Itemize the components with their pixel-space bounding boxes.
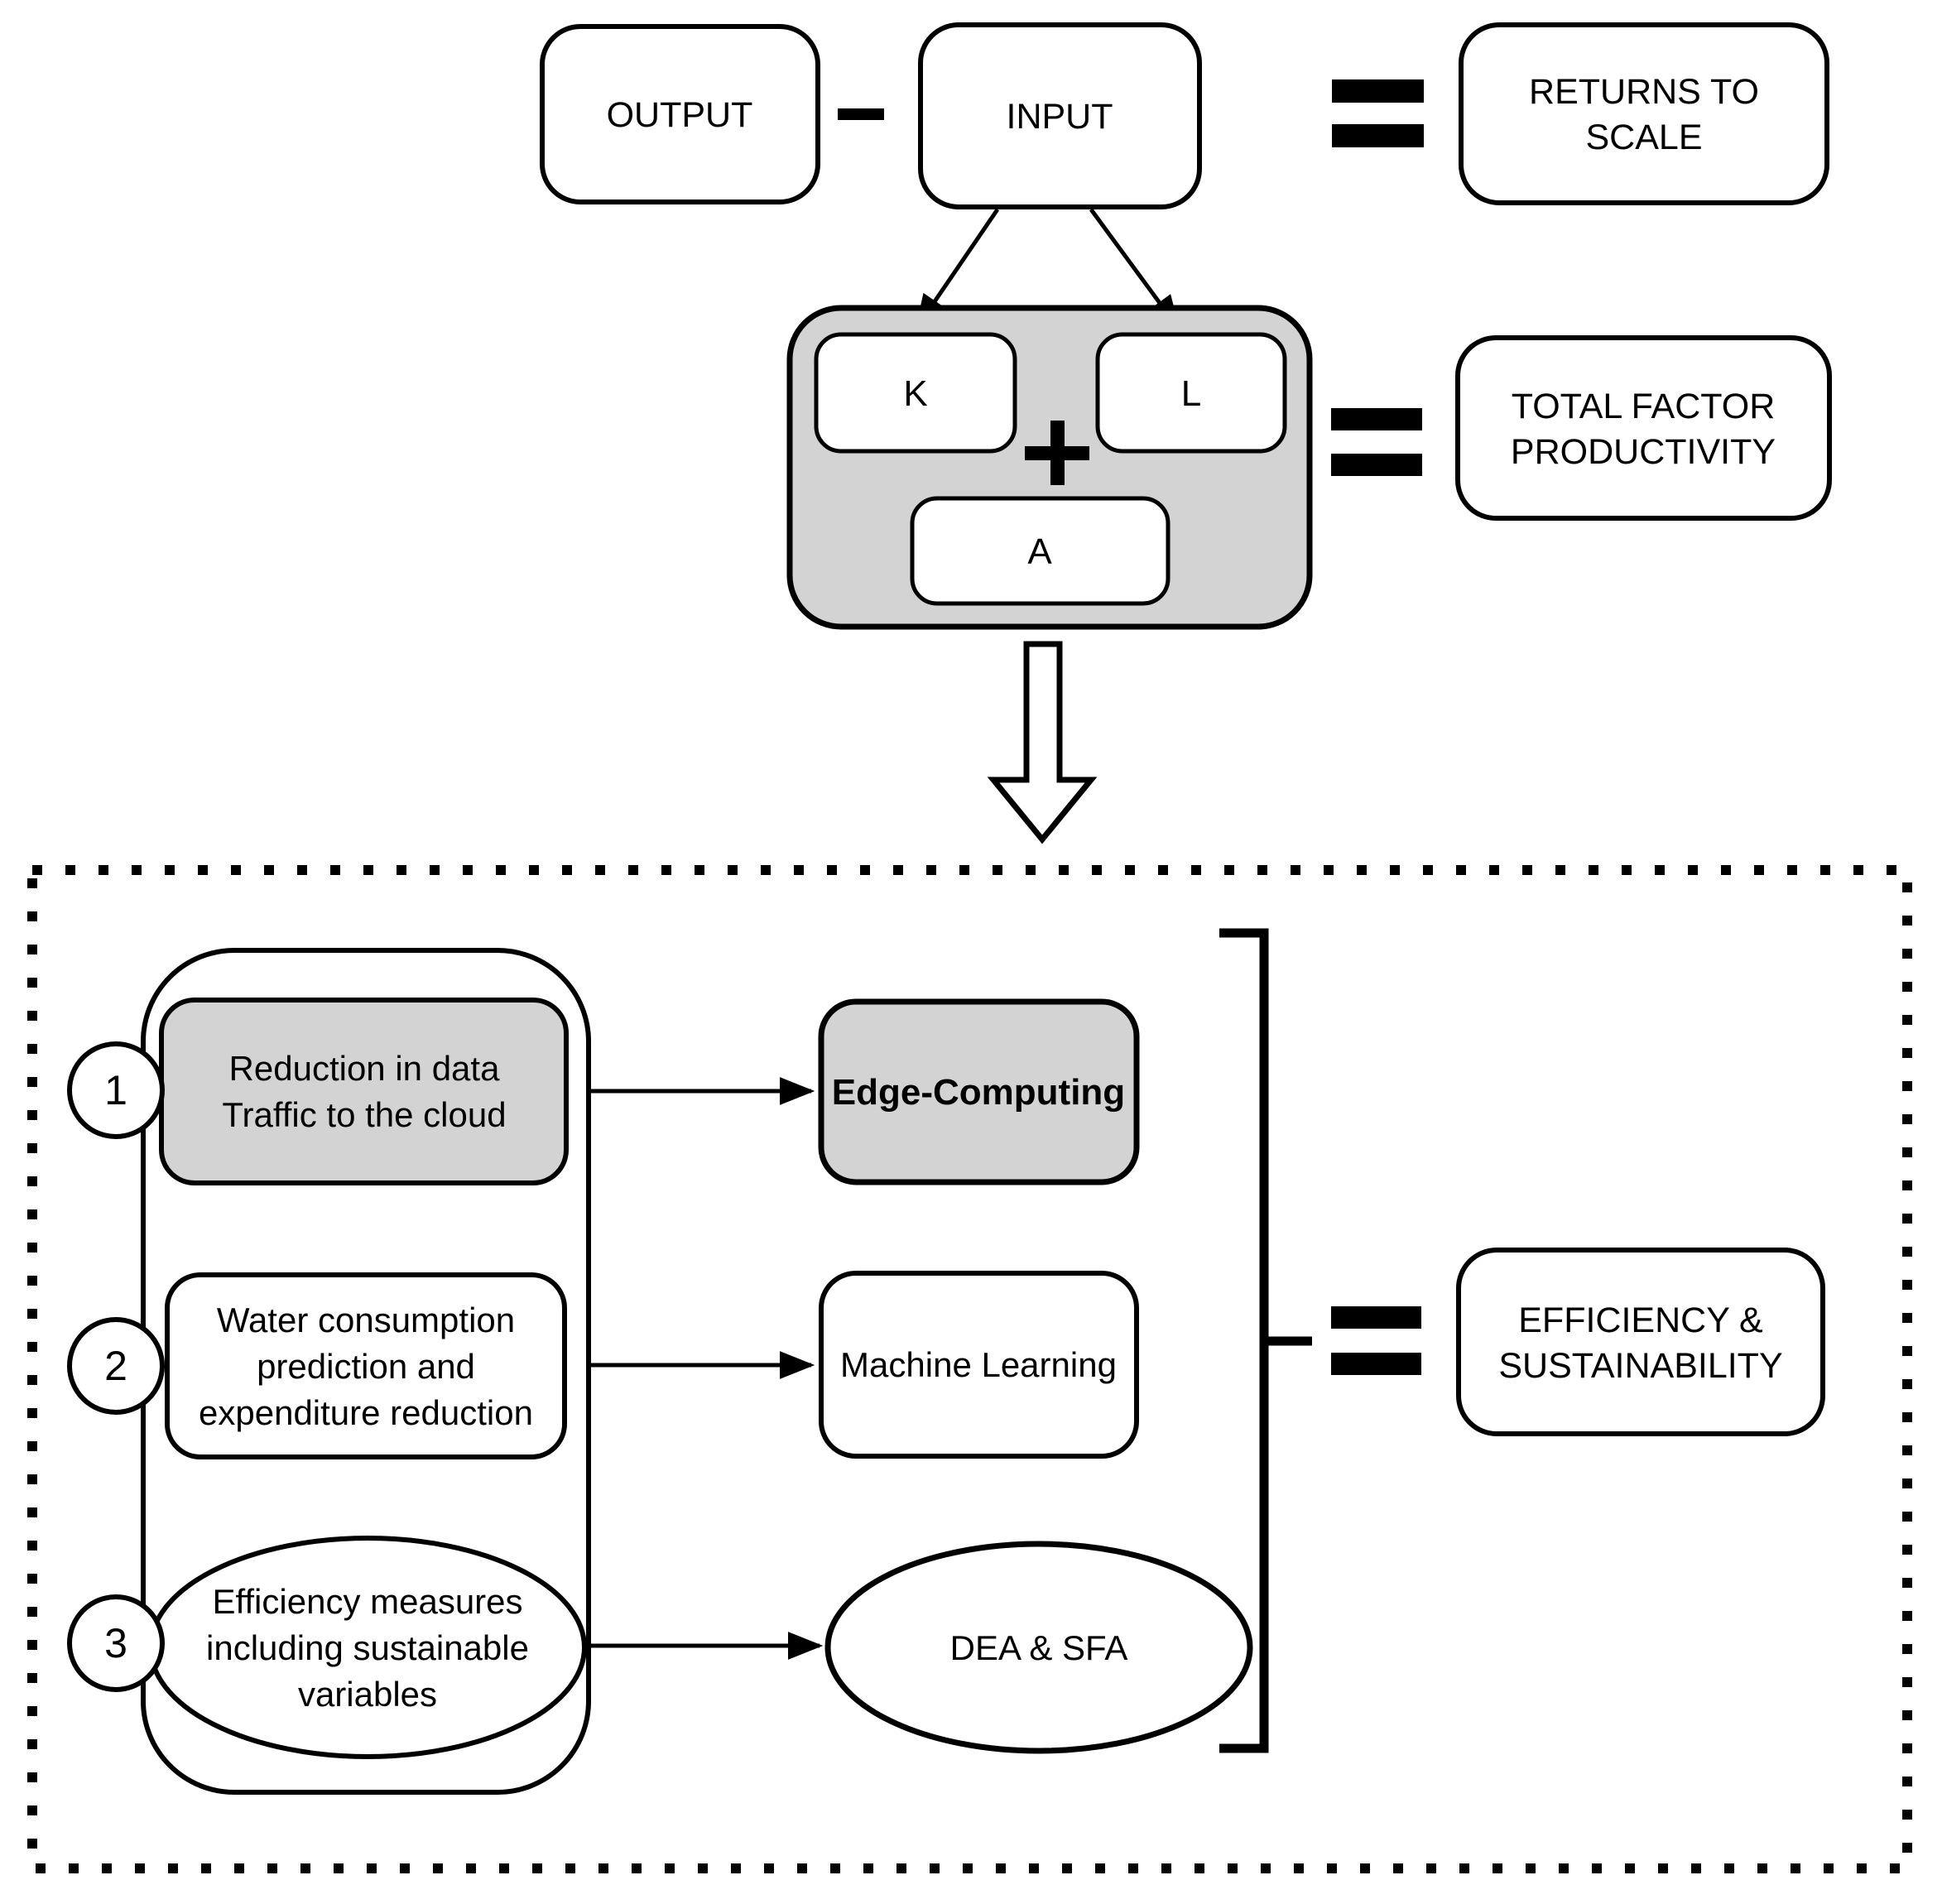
machine-learning-label: Machine Learning <box>840 1345 1117 1384</box>
tfp-box <box>1455 335 1832 521</box>
driver3-line3: variables <box>298 1675 437 1714</box>
big-down-arrow-icon <box>987 641 1098 844</box>
equals-bar <box>1332 124 1424 147</box>
driver1-line1: Reduction in data <box>229 1049 501 1088</box>
result-line1: EFFICIENCY & <box>1518 1301 1763 1340</box>
capital-label: K <box>903 373 927 414</box>
labor-box <box>1095 332 1287 454</box>
result-line2: SUSTAINABILITY <box>1498 1346 1782 1386</box>
driver2-line3: expenditure reduction <box>199 1393 533 1432</box>
plus-icon <box>1025 421 1089 485</box>
returns-to-scale-line2: SCALE <box>1585 118 1702 157</box>
efficiency-sustainability-box <box>1456 1248 1825 1436</box>
input-label: INPUT <box>1007 97 1113 137</box>
number1-circle <box>67 1041 165 1139</box>
machine-learning-box <box>819 1271 1139 1459</box>
equals-bar <box>1331 1306 1421 1329</box>
equals-icon-result <box>1331 1306 1421 1375</box>
equals-bar <box>1331 1353 1421 1375</box>
tfp-line1: TOTAL FACTOR <box>1512 387 1776 426</box>
number1-label: 1 <box>104 1067 127 1113</box>
equals-icon-tfp <box>1331 408 1422 476</box>
output-label: OUTPUT <box>607 95 753 135</box>
driver2-box <box>165 1272 567 1459</box>
driver1-box <box>159 998 569 1185</box>
labor-label: L <box>1181 373 1201 414</box>
input-box <box>918 22 1202 209</box>
technology-label: A <box>1027 531 1052 572</box>
number3-label: 3 <box>104 1620 127 1666</box>
edge-computing-label: Edge-Computing <box>832 1072 1125 1113</box>
equals-bar <box>1331 454 1422 476</box>
number2-label: 2 <box>104 1343 127 1389</box>
number3-circle <box>67 1594 165 1692</box>
number2-circle <box>67 1317 165 1415</box>
capital-box <box>814 332 1017 454</box>
technology-box <box>910 496 1170 606</box>
output-box <box>540 24 820 204</box>
returns-to-scale-box <box>1459 22 1829 205</box>
dea-sfa-ellipse <box>824 1541 1253 1754</box>
tfp-line2: PRODUCTIVITY <box>1511 432 1776 472</box>
driver3-line2: including sustainable <box>206 1628 529 1667</box>
driver2-line1: Water consumption <box>217 1301 515 1339</box>
minus-icon <box>838 108 884 120</box>
equals-icon-returns <box>1332 79 1424 147</box>
equals-bar <box>1331 408 1422 430</box>
plus-bar <box>1050 421 1065 485</box>
dotted-frame <box>27 865 1912 1873</box>
driver1-line2: Traffic to the cloud <box>222 1095 506 1134</box>
equals-bar <box>1332 79 1424 103</box>
returns-to-scale-line1: RETURNS TO <box>1529 72 1759 112</box>
driver3-line1: Efficiency measures <box>212 1582 522 1621</box>
driver2-line2: prediction and <box>257 1347 475 1386</box>
dea-sfa-label: DEA & SFA <box>950 1628 1128 1667</box>
edge-computing-box <box>818 998 1140 1185</box>
